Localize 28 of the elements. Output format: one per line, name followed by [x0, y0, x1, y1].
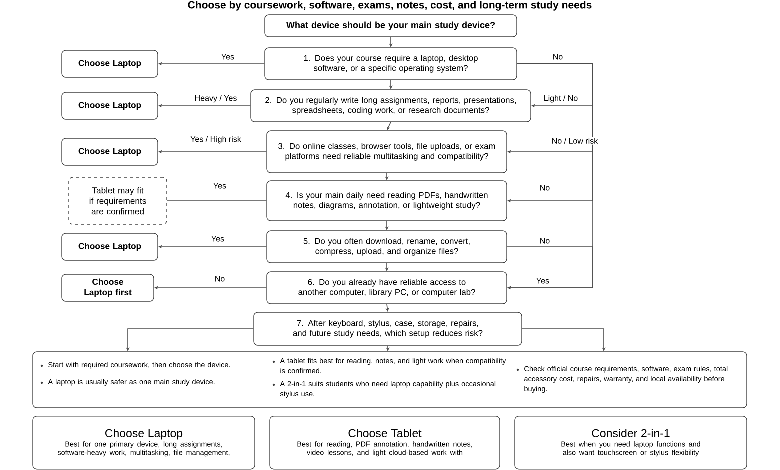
- edge-label: Yes: [212, 182, 228, 190]
- edge-label: Light / No: [542, 94, 580, 104]
- edge-label: Yes: [210, 235, 226, 243]
- result-box: Choose Laptop: [62, 233, 158, 261]
- arrow: [506, 246, 594, 290]
- subtitle: Choose by coursework, software, exams, notes, cost, and long-term study needs: [188, 1, 592, 11]
- question-box: 2. Do you regularly write long assignments, reports, presentations, spreadsheets, coding work, or research documents?: [250, 90, 532, 122]
- edge-label: Yes: [535, 277, 551, 285]
- question-box: 3. Do online classes, browser tools, file uploads, or exam platforms need reliable multitasking and compatibility?: [266, 130, 508, 174]
- edge-label: No: [538, 237, 552, 245]
- branch-label: No: [552, 53, 564, 61]
- result-box: Choose Laptop: [62, 92, 158, 120]
- edge-label: No / Low risk: [550, 137, 600, 145]
- question-box: 5. Do you often download, rename, convert, compress, upload, and organize files?: [266, 230, 508, 264]
- note-box: Tablet may fit if requirements are confirmed: [68, 177, 168, 225]
- edge-label: Yes: [220, 53, 236, 61]
- question-box: What device should be your main study device?: [264, 14, 518, 38]
- edge-label: Yes / High risk: [190, 135, 242, 145]
- question-box: 6. Do you already have reliable access to another computer, library PC, or computer lab?: [266, 272, 508, 304]
- question-box: 7. After keyboard, stylus, case, storage, repairs, and future study needs, which setup reduces risk?: [254, 312, 522, 346]
- edge-label: Heavy / Yes: [194, 94, 238, 104]
- result-box: Choose Laptop: [62, 50, 158, 78]
- result-box: Choose Laptop first: [62, 274, 154, 302]
- result-box: Choose Laptop: [62, 138, 158, 166]
- edge-label: No: [214, 275, 226, 283]
- edge-label: No: [538, 184, 552, 192]
- question-box: 1. Does your course require a laptop, desktop software, or a specific operating system?: [264, 48, 518, 80]
- question-box: 4. Is your main daily need reading PDFs, handwritten notes, diagrams, annotation, or lightweight study?: [266, 180, 508, 222]
